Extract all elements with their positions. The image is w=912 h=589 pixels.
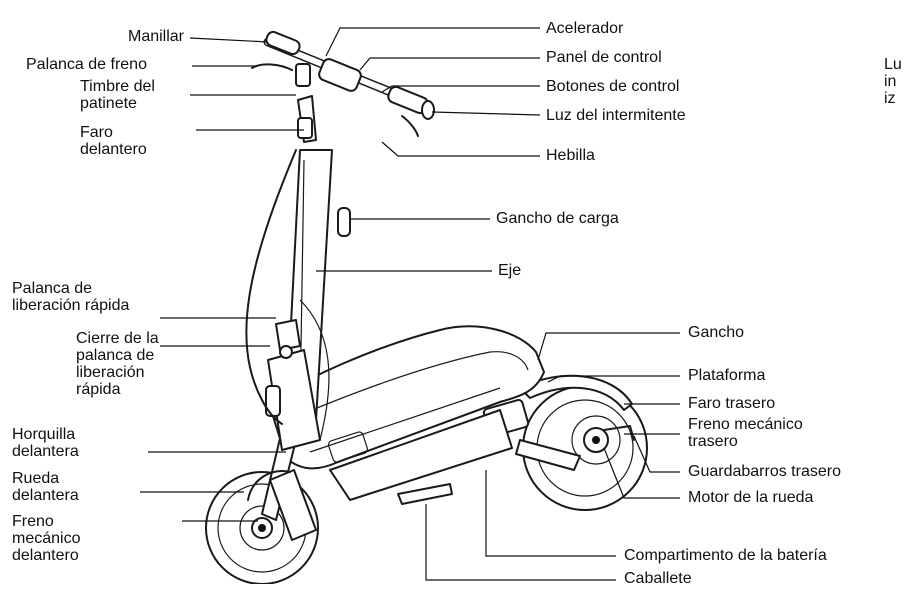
label-gancho: Gancho — [688, 324, 745, 341]
label-botones-control: Botones de control — [546, 78, 680, 95]
label-faro-delantero: Faro delantero — [80, 124, 147, 158]
label-plataforma: Plataforma — [688, 367, 766, 384]
deck-shape — [267, 325, 545, 470]
label-hebilla: Hebilla — [546, 147, 595, 164]
label-cut-right: Lu in iz — [884, 56, 902, 107]
scooter-drawing — [205, 30, 648, 585]
label-palanca-freno: Palanca de freno — [26, 56, 147, 73]
label-manillar: Manillar — [127, 28, 184, 45]
label-acelerador: Acelerador — [546, 20, 624, 37]
label-freno-delantero: Freno mecánico delantero — [12, 513, 81, 564]
battery-shape — [329, 409, 513, 501]
label-palanca-liberacion: Palanca de liberación rápida — [12, 280, 130, 314]
label-cierre-palanca: Cierre de la palanca de liberación rápid… — [76, 330, 159, 398]
leader-lines — [140, 27, 680, 581]
label-caballete: Caballete — [624, 570, 692, 587]
label-panel-control: Panel de control — [546, 49, 662, 66]
cable-shape — [245, 149, 297, 425]
label-freno-trasero: Freno mecánico trasero — [688, 416, 803, 450]
label-motor-rueda: Motor de la rueda — [688, 489, 814, 506]
label-guardabarros: Guardabarros trasero — [688, 463, 841, 480]
label-horquilla: Horquilla delantera — [12, 426, 79, 460]
label-faro-trasero: Faro trasero — [688, 395, 776, 412]
label-eje: Eje — [498, 262, 522, 279]
label-timbre: Timbre del patinete — [80, 78, 155, 112]
label-rueda-delantera: Rueda delantera — [12, 470, 79, 504]
label-gancho-carga: Gancho de carga — [496, 210, 619, 227]
label-luz-intermitente: Luz del intermitente — [546, 107, 686, 124]
kickstand-shape — [397, 483, 453, 505]
handlebar-shape — [251, 30, 435, 143]
label-compartimento: Compartimento de la batería — [624, 547, 827, 564]
